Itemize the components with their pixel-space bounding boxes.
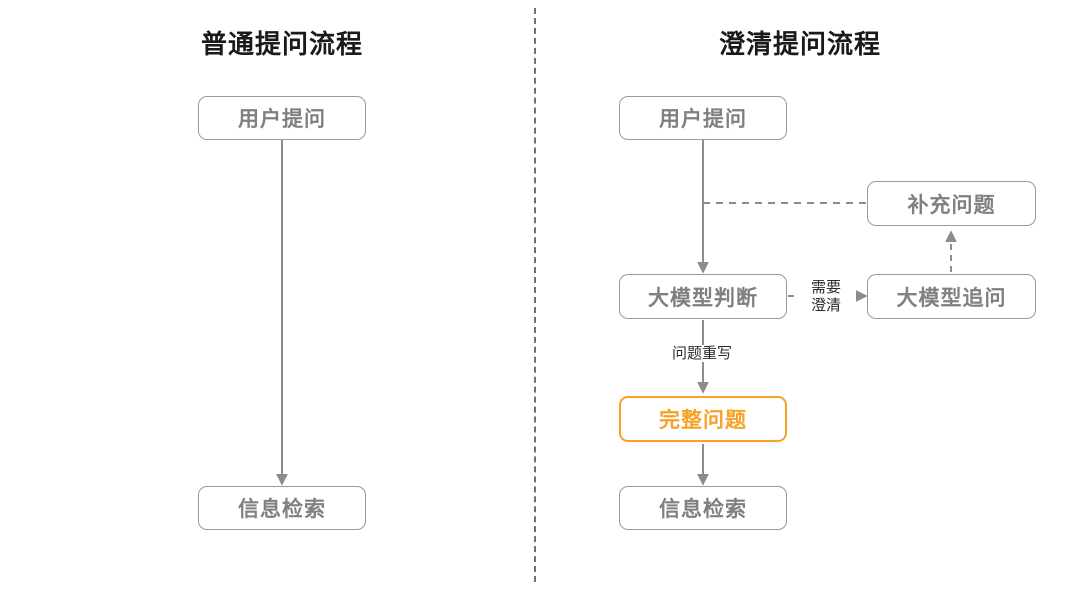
node-model-judgement[interactable]: 大模型判断	[619, 274, 787, 319]
panel-divider	[534, 8, 536, 582]
node-left-user-question[interactable]: 用户提问	[198, 96, 366, 140]
edge-label-need-clarification-line2: 澄清	[810, 297, 841, 314]
node-complete-question[interactable]: 完整问题	[619, 396, 787, 442]
edge-label-question-rewrite: 问题重写	[656, 345, 748, 362]
edge-label-need-clarification: 需要 澄清	[799, 279, 853, 315]
page-title-left: 普通提问流程	[200, 29, 363, 59]
node-right-information-retrieval[interactable]: 信息检索	[619, 486, 787, 530]
node-right-user-question[interactable]: 用户提问	[619, 96, 787, 140]
edge-label-need-clarification-line1: 需要	[810, 279, 841, 296]
node-left-information-retrieval[interactable]: 信息检索	[198, 486, 366, 530]
page-title-right: 澄清提问流程	[718, 29, 881, 59]
node-model-followup[interactable]: 大模型追问	[867, 274, 1036, 319]
node-supplement-question[interactable]: 补充问题	[867, 181, 1036, 226]
